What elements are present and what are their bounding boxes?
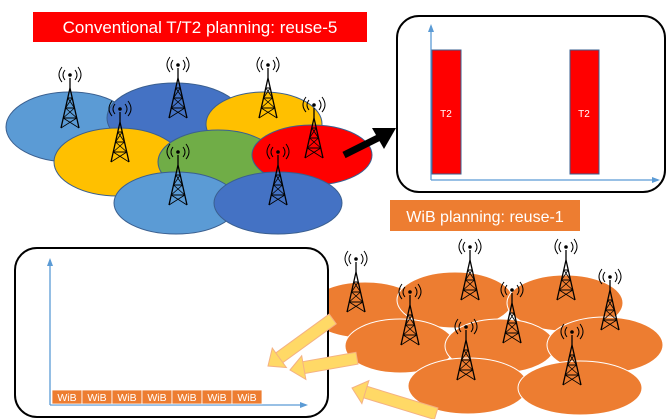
arrow-icon	[351, 379, 439, 419]
cell-dark-blue-bottom	[213, 171, 343, 235]
wib-bar-label: WiB	[237, 392, 256, 404]
wib-bar	[231, 389, 263, 405]
wib-timeline-panel: WiB WiB WiB WiB WiB WiB WiB	[14, 247, 329, 418]
wib-bar-label: WiB	[117, 392, 136, 404]
t2-bar-2	[569, 49, 600, 175]
wib-cell	[517, 360, 643, 416]
wib-bar-strip: WiB WiB WiB WiB WiB WiB WiB	[51, 389, 263, 405]
wib-banner-bg	[390, 200, 580, 231]
t2-bar-1	[431, 49, 462, 175]
top-banner: Conventional T/T2 planning: reuse-5	[33, 12, 367, 42]
wib-panel-border	[14, 247, 329, 418]
top-banner-bg	[33, 12, 367, 42]
wib-bar-label: WiB	[57, 392, 76, 404]
interference-arrows	[267, 313, 439, 419]
wib-bar-label: WiB	[87, 392, 106, 404]
t2-bar-2-label: T2	[578, 109, 590, 120]
top-banner-text: Conventional T/T2 planning: reuse-5	[63, 18, 338, 37]
t2-timeline-panel: T2 T2	[396, 15, 666, 193]
wib-bar-label: WiB	[177, 392, 196, 404]
wib-banner: WiB planning: reuse-1	[390, 200, 580, 231]
wib-bar-label: WiB	[207, 392, 226, 404]
arrow-icon	[267, 313, 337, 369]
wib-banner-text: WiB planning: reuse-1	[406, 209, 564, 226]
t2-bar-1-label: T2	[440, 109, 452, 120]
arrow-icon	[289, 351, 359, 381]
arrow-icon	[342, 128, 396, 159]
wib-bar-label: WiB	[147, 392, 166, 404]
conventional-cells	[5, 82, 373, 235]
